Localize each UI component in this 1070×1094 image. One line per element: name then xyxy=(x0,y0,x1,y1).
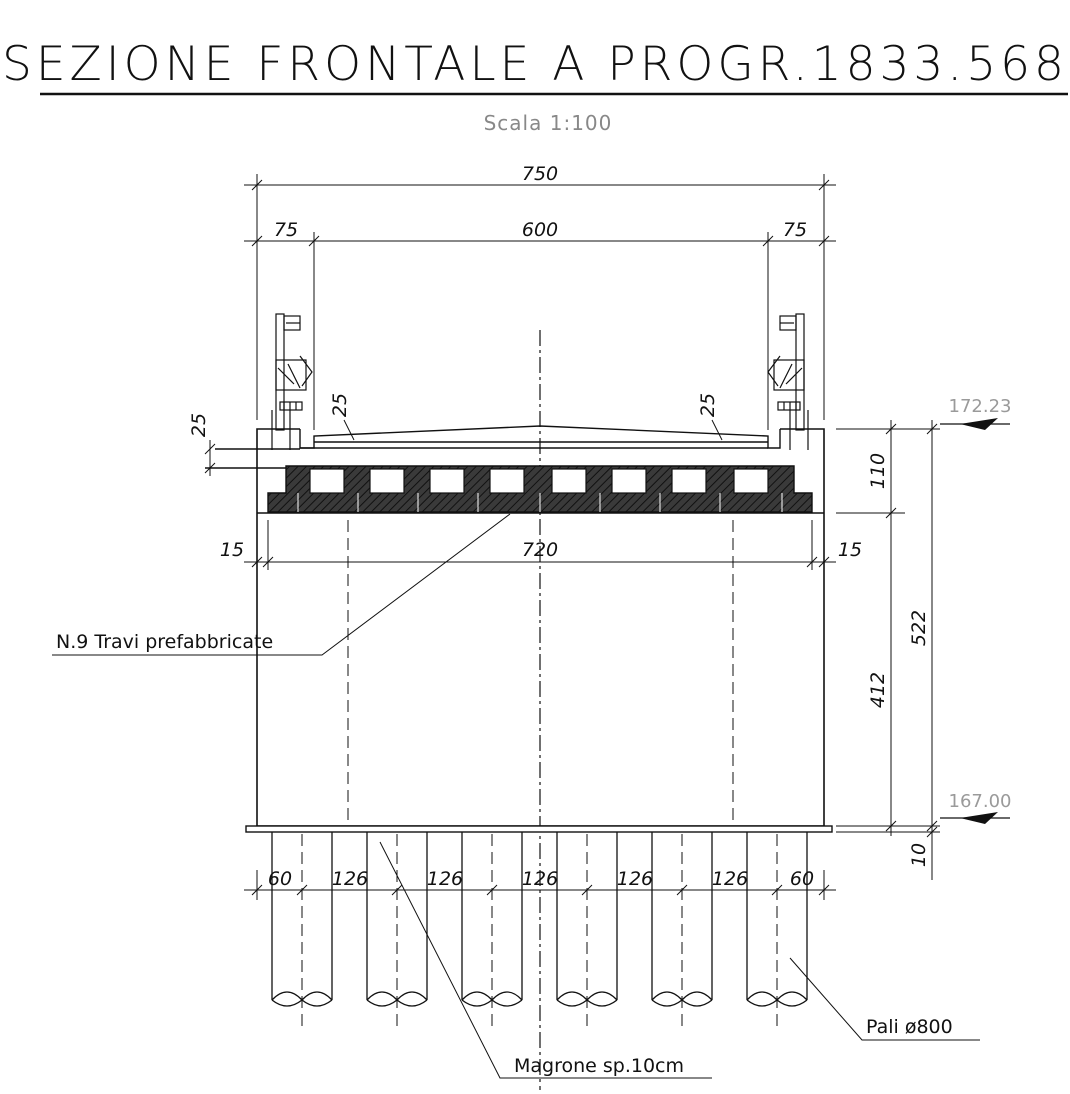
dim-pile-spacing: 126 xyxy=(522,868,558,890)
dim-curb-right-width: 25 xyxy=(697,393,719,417)
dim-offset-right: 15 xyxy=(838,539,862,561)
elevation-top: 172.23 xyxy=(949,396,1012,417)
dim-side-left: 75 xyxy=(274,219,298,241)
guardrail-left xyxy=(271,313,313,450)
deck-surface xyxy=(205,425,781,469)
dim-pile-spacing: 126 xyxy=(712,868,748,890)
dim-pile-edge-right: 60 xyxy=(790,868,814,890)
dim-abutment-height: 412 xyxy=(867,672,889,708)
dim-pile-spacing: 126 xyxy=(617,868,653,890)
label-piles: Pali ø800 xyxy=(866,1016,953,1038)
label-prefab-beams: N.9 Travi prefabbricate xyxy=(56,631,273,653)
dim-pile-edge-left: 60 xyxy=(268,868,292,890)
dim-side-right: 75 xyxy=(783,219,807,241)
prefab-beams xyxy=(267,465,813,513)
dim-pile-spacing: 126 xyxy=(332,868,368,890)
pile-axes xyxy=(301,834,778,1028)
dim-pile-spacing: 126 xyxy=(427,868,463,890)
elevation-symbol-top xyxy=(940,418,1010,430)
dim-total-width: 750 xyxy=(522,163,558,185)
dim-lean-thickness: 10 xyxy=(908,843,930,867)
dim-deck-width: 720 xyxy=(522,539,558,561)
dim-carriageway: 600 xyxy=(522,219,558,241)
dim-deck-depth: 110 xyxy=(867,453,889,489)
elevation-bottom: 167.00 xyxy=(949,791,1012,812)
dim-curb-left-width: 25 xyxy=(329,393,351,417)
elevation-symbol-bottom xyxy=(940,812,1010,824)
scale-label: Scala 1:100 xyxy=(484,111,613,135)
label-leaders xyxy=(52,513,980,1079)
dim-offset-left: 15 xyxy=(220,539,244,561)
dimension-lines xyxy=(204,174,940,900)
drawing-title: SEZIONE FRONTALE A PROGR.1833.568 xyxy=(2,37,1068,92)
guardrail-right xyxy=(767,313,809,450)
dim-curb-left-height: 25 xyxy=(188,413,210,437)
label-lean-concrete: Magrone sp.10cm xyxy=(514,1055,684,1077)
lean-concrete-slab xyxy=(245,825,833,833)
dim-total-height: 522 xyxy=(908,610,930,646)
